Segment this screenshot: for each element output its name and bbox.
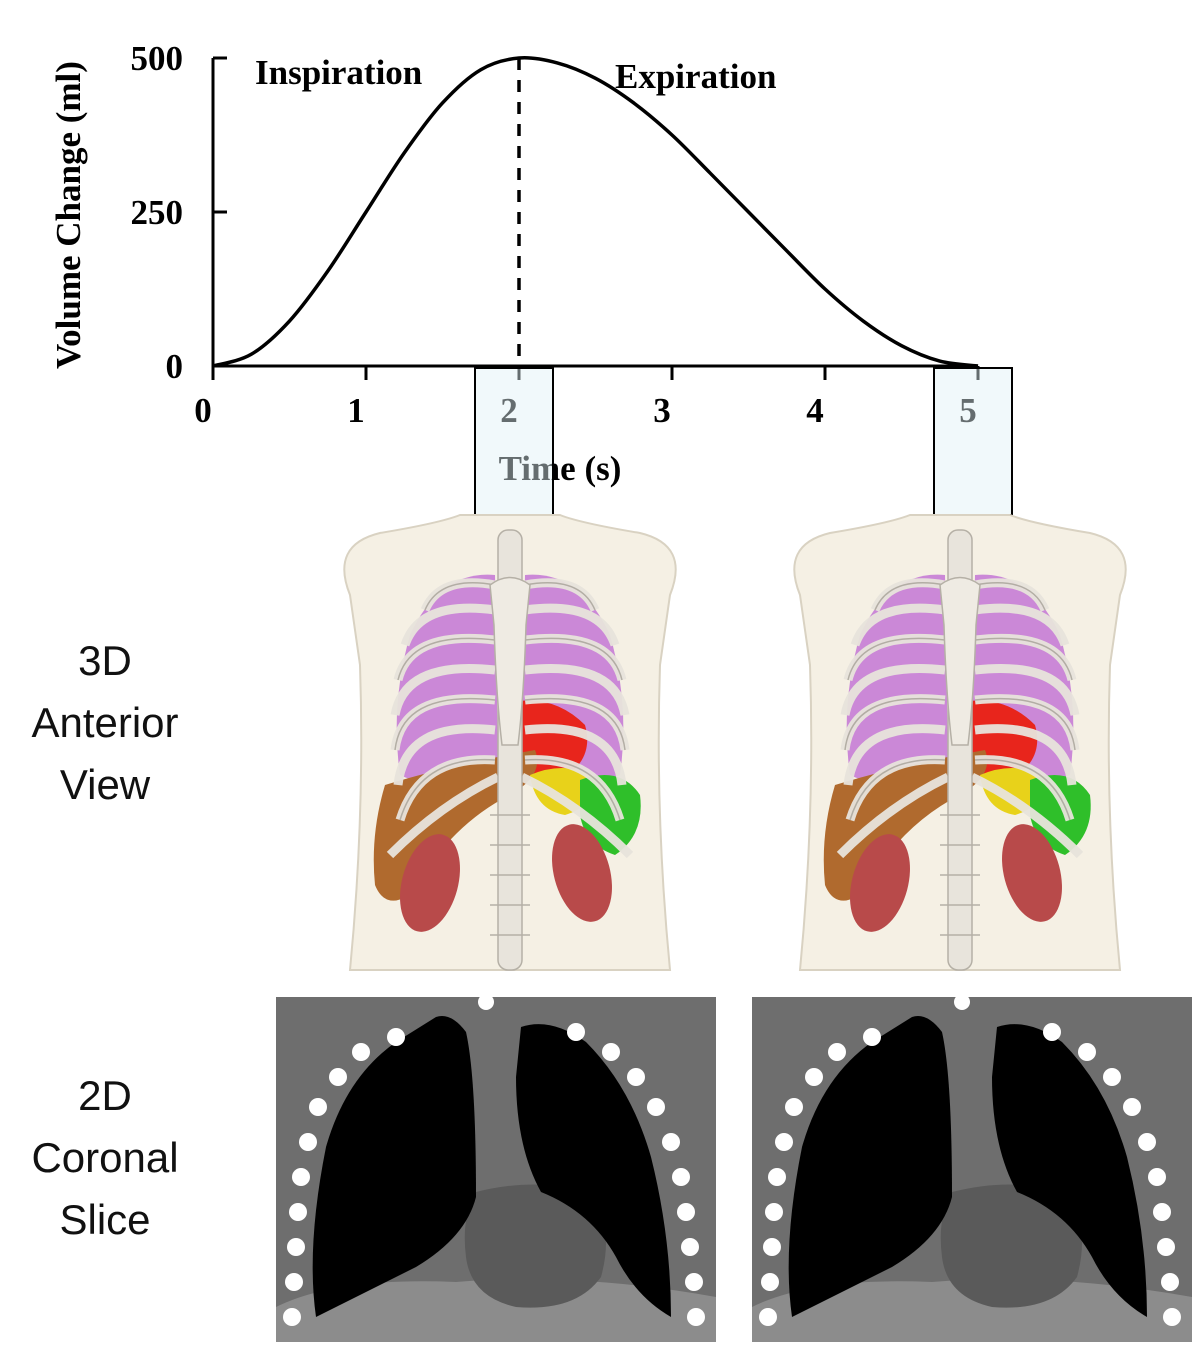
coronal-slice-expiration bbox=[752, 994, 1192, 1342]
inspiration-annotation: Inspiration bbox=[255, 53, 422, 92]
row-label-line: Coronal bbox=[0, 1127, 210, 1189]
volume-chart: Volume Change (ml) Time (s) Inspiration … bbox=[49, 39, 1012, 515]
anterior-view-expiration bbox=[794, 515, 1125, 970]
y-axis-label: Volume Change (ml) bbox=[49, 61, 88, 369]
row-label-3d-anterior-view: 3D Anterior View bbox=[0, 630, 210, 816]
time-highlight-box bbox=[475, 368, 553, 515]
row-label-line: Slice bbox=[0, 1189, 210, 1251]
row-label-line: 2D bbox=[0, 1065, 210, 1127]
time-highlight-boxes bbox=[475, 368, 1012, 515]
row-label-2d-coronal-slice: 2D Coronal Slice bbox=[0, 1065, 210, 1251]
expiration-annotation: Expiration bbox=[615, 57, 776, 96]
row-label-line: View bbox=[0, 754, 210, 816]
x-tick-label: 3 bbox=[653, 391, 671, 430]
row-label-line: 3D bbox=[0, 630, 210, 692]
time-highlight-box bbox=[934, 368, 1012, 515]
x-tick-label: 4 bbox=[806, 391, 824, 430]
y-tick-label: 0 bbox=[166, 347, 184, 386]
y-tick-label: 250 bbox=[131, 193, 184, 232]
x-tick-label: 0 bbox=[194, 391, 212, 430]
y-tick-label: 500 bbox=[131, 39, 184, 78]
coronal-slice-inspiration bbox=[276, 994, 716, 1342]
x-tick-label: 1 bbox=[347, 391, 365, 430]
row-label-line: Anterior bbox=[0, 692, 210, 754]
anterior-view-inspiration bbox=[344, 515, 675, 970]
volume-curve bbox=[213, 58, 978, 366]
